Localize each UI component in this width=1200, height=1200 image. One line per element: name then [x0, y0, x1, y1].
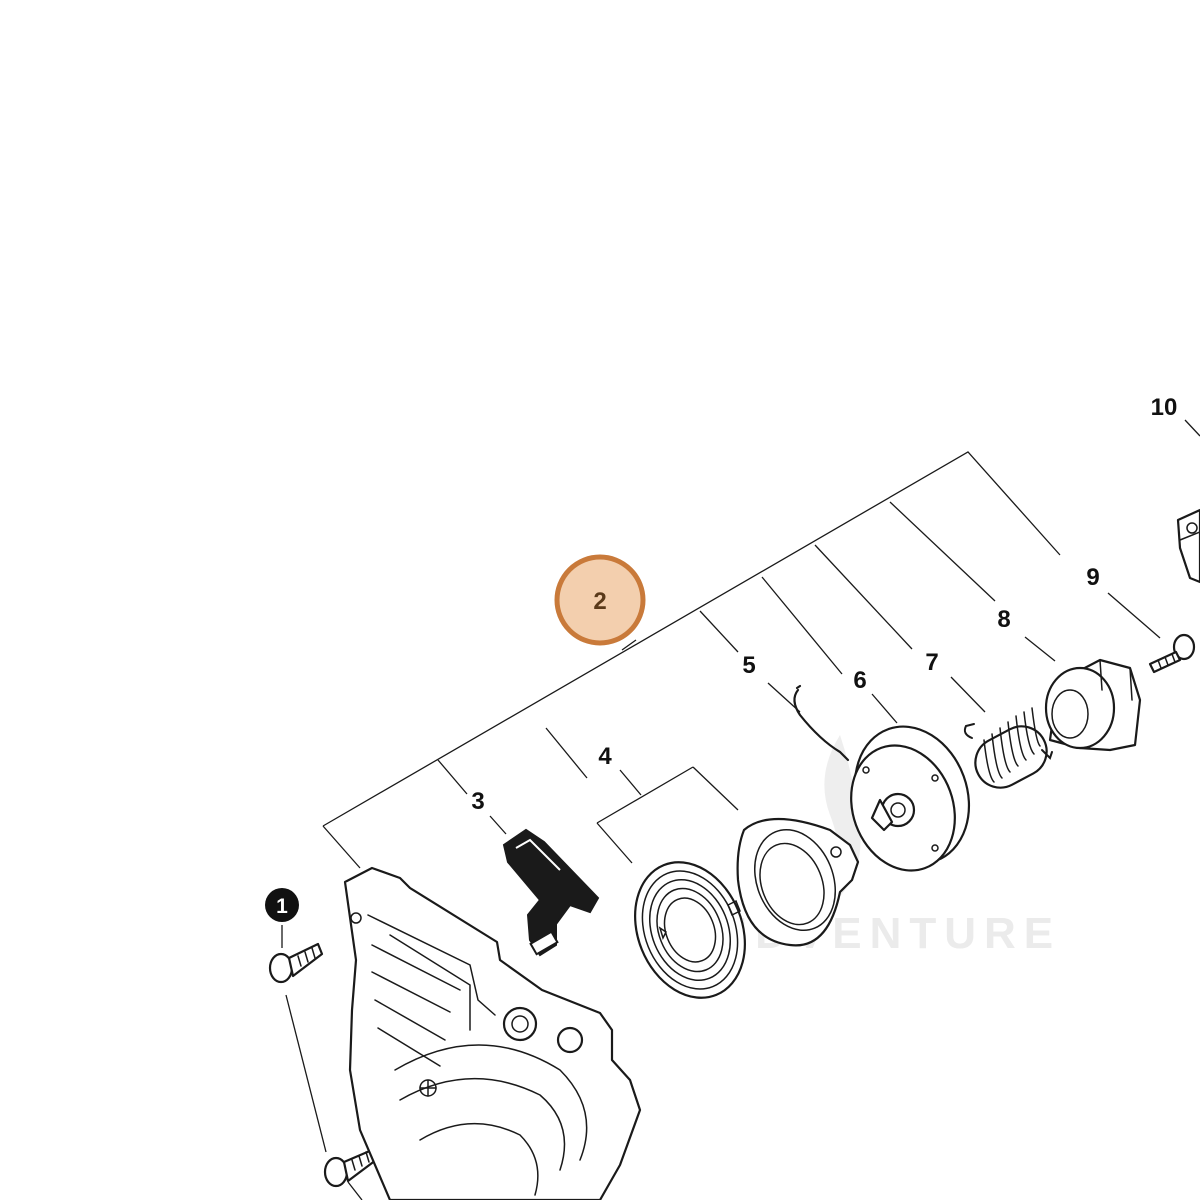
- callout-2-label: 2: [593, 588, 606, 615]
- screw-bottom: [323, 1148, 378, 1188]
- starter-housing: [343, 866, 642, 1200]
- callout-1-label: 1: [276, 895, 288, 918]
- callout-2-highlight-circle: [554, 554, 646, 646]
- wire-spring: [793, 684, 850, 762]
- assembly-bracket-lines: [281, 419, 1200, 1200]
- callout-3-label[interactable]: 3: [471, 788, 484, 815]
- callout-9-label[interactable]: 9: [1086, 564, 1099, 591]
- screw-top: [268, 942, 324, 984]
- rewind-spring: [634, 861, 746, 999]
- callout-10-label[interactable]: 10: [1151, 394, 1178, 421]
- callout-4-label[interactable]: 4: [598, 743, 612, 770]
- pulley-screw: [1148, 633, 1196, 674]
- callout-6-label[interactable]: 6: [853, 667, 866, 694]
- spring-housing: [736, 817, 860, 947]
- callout-7-label[interactable]: 7: [925, 649, 938, 676]
- starter-handle: [502, 828, 600, 957]
- coil-spring: [963, 707, 1053, 789]
- partial-component: [1176, 508, 1200, 584]
- callout-2-highlighted[interactable]: 2: [554, 554, 646, 646]
- pawl-carrier: [1044, 658, 1142, 752]
- callout-8-label[interactable]: 8: [997, 606, 1010, 633]
- callout-1[interactable]: 1: [265, 888, 299, 922]
- callout-5-label[interactable]: 5: [742, 652, 755, 679]
- rope-pulley: [850, 725, 971, 872]
